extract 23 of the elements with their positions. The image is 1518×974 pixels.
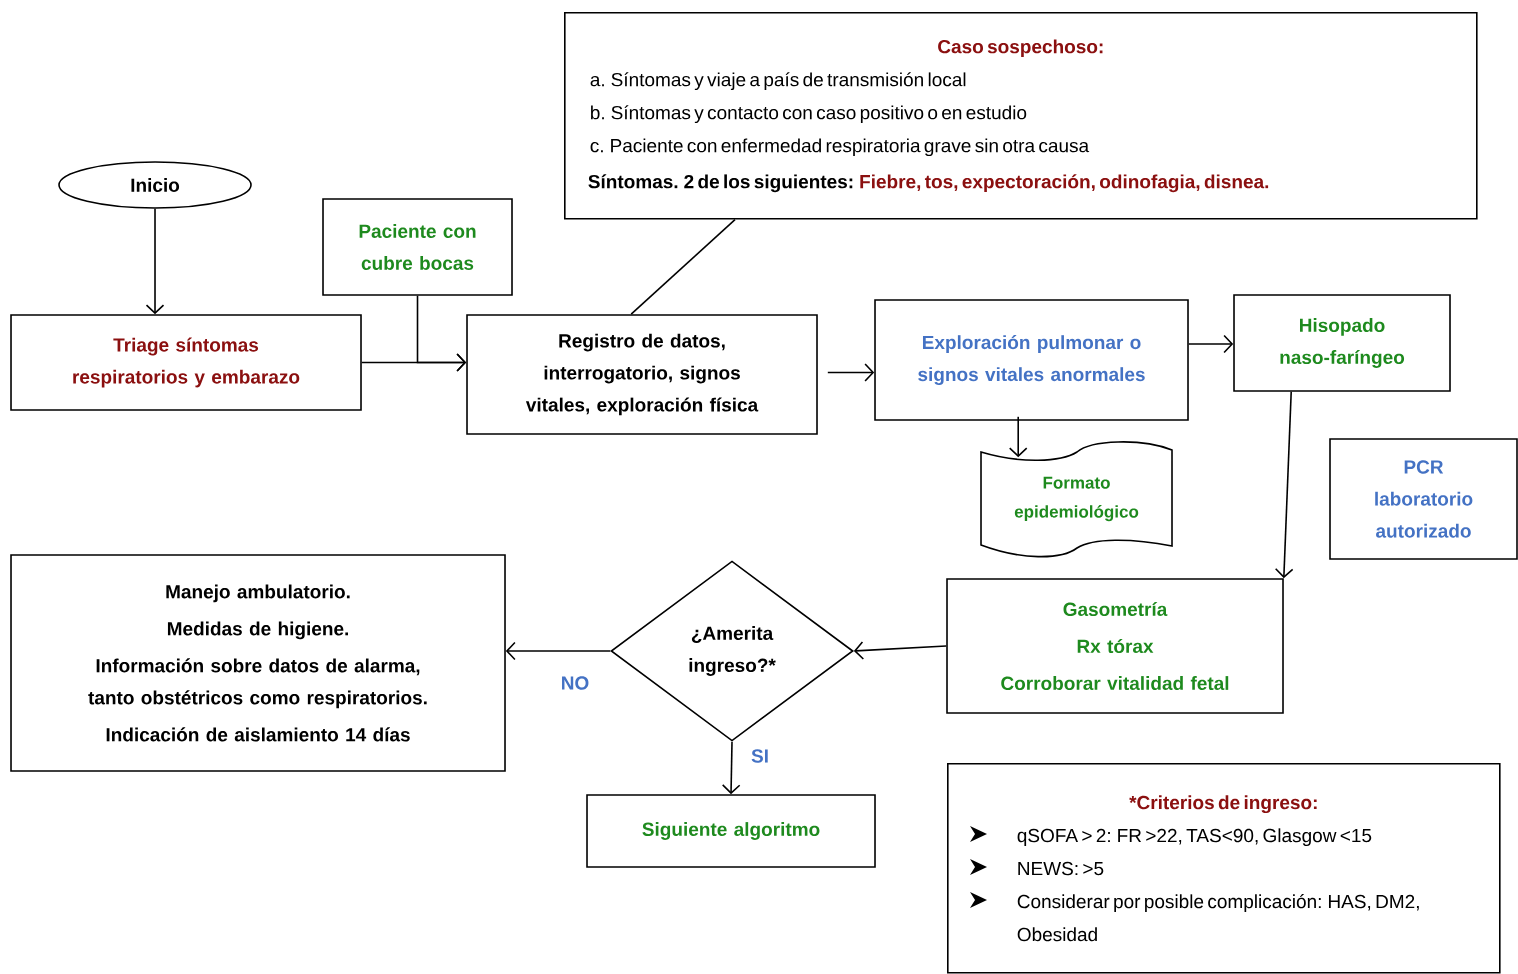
criteria-box: *Criterios de ingreso: qSOFA > 2: FR >22, TAS<90, Glasgow <15 NEWS: >5 Considerar por posible complicación: HAS, DM2, Obesidad (947, 763, 1501, 974)
arrow (505, 641, 611, 661)
edge-label: NO (559, 675, 591, 691)
process-box: Registro de datos, interrogatorio, signos vitales, exploración física (466, 314, 818, 435)
connector-line (630, 218, 736, 315)
arrow (721, 740, 741, 795)
process-box: Siguiente algoritmo (586, 794, 876, 868)
process-box: Gasometría Rx tórax Corroborar vitalidad fetal (946, 578, 1284, 714)
process-box: Hisopado naso-faríngeo (1233, 294, 1451, 392)
edge-label: SI (750, 748, 770, 764)
arrow (1188, 334, 1234, 354)
process-box: Exploración pulmonar o signos vitales anormales (874, 299, 1189, 421)
arrow (827, 363, 875, 382)
arrow (853, 641, 947, 660)
process-box: PCR laboratorio autorizado (1329, 438, 1518, 560)
process-box: Paciente con cubre bocas (322, 198, 513, 296)
process-box: Triage síntomas respiratorios y embarazo (10, 314, 362, 411)
arrow (416, 295, 467, 372)
arrow (145, 208, 165, 315)
criteria-box: Caso sospechoso: a. Síntomas y viaje a país de transmisión local b. Síntomas y contacto con caso positivo o en estudio c. Paciente con enfermedad respiratoria grave sin otra causa Síntomas. 2 de los siguientes: Fiebre, tos, expectoración, odinofagia, disnea. (564, 12, 1478, 220)
arrow (1274, 391, 1294, 579)
process-box: Manejo ambulatorio. Medidas de higiene. Información sobre datos de alarma, tanto obstétricos como respiratorios. Indicación de aislamiento 14 días (10, 554, 506, 772)
arrow (1008, 416, 1028, 458)
